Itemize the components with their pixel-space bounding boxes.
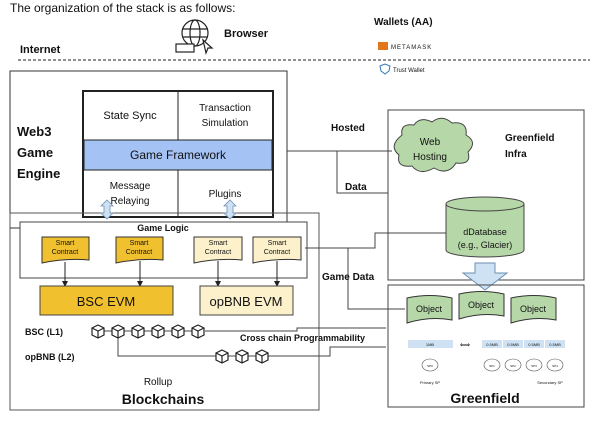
svg-text:0.5MB: 0.5MB [528, 342, 540, 347]
trust-wallet-shield-icon [379, 63, 391, 75]
browser-label[interactable]: Browser [224, 28, 269, 40]
internet-label: Internet [20, 44, 61, 56]
svg-text:Object: Object [520, 304, 547, 314]
bsc-evm-label: BSC EVM [77, 294, 136, 309]
svg-text:Contract: Contract [205, 249, 232, 256]
svg-text:Contract: Contract [126, 249, 153, 256]
svg-text:1MB: 1MB [426, 342, 435, 347]
engine-title: Web3 Game Engine [17, 124, 60, 181]
game-framework-bar [83, 139, 273, 171]
svg-text:Smart: Smart [209, 240, 228, 247]
svg-text:SP1: SP1 [489, 364, 495, 368]
wallets-title: Wallets (AA) [374, 17, 433, 28]
svg-text:0.5MB: 0.5MB [486, 342, 498, 347]
svg-text:Contract: Contract [52, 249, 79, 256]
svg-text:Object: Object [468, 300, 495, 310]
trust-wallet-label[interactable]: Trust Wallet [393, 68, 425, 74]
opbnb-chain-blocks-icon [215, 349, 269, 364]
game-framework-label: Game Framework [130, 148, 227, 162]
svg-text:Object: Object [416, 304, 443, 314]
object-3: Object [510, 295, 557, 324]
engine-chain-arrow-right [223, 199, 237, 220]
storage-providers: 1MB ⟺ 0.5MB 0.5MB 0.5MB 0.5MB SP0 SP1 SP… [408, 340, 565, 385]
opbnb-evm-label: opBNB EVM [210, 294, 283, 309]
game-data-label: Game Data [322, 272, 375, 283]
svg-text:SP0: SP0 [427, 364, 433, 368]
svg-text:⟺: ⟺ [460, 342, 470, 349]
engine-chain-arrow-left [100, 199, 114, 220]
svg-text:Smart: Smart [130, 240, 149, 247]
cross-chain-label: Cross chain Programmability [240, 333, 365, 343]
svg-text:Smart: Smart [56, 240, 75, 247]
svg-text:Smart: Smart [268, 240, 287, 247]
plugins: Plugins [209, 189, 242, 200]
bsc-evm [39, 285, 174, 316]
rollup-label: Rollup [144, 377, 173, 388]
svg-text:dDatabase: dDatabase [463, 227, 507, 237]
bsc-l1-label: BSC (L1) [25, 327, 63, 337]
blockchains-box [9, 212, 320, 411]
svg-text:SP4: SP4 [552, 364, 558, 368]
intro-text: The organization of the stack is as foll… [10, 1, 235, 15]
opbnb-evm [199, 285, 294, 316]
svg-text:Contract: Contract [264, 249, 291, 256]
svg-text:0.5MB: 0.5MB [507, 342, 519, 347]
state-sync: State Sync [103, 110, 157, 122]
svg-text:0.5MB: 0.5MB [549, 342, 561, 347]
object-1: Object [406, 295, 453, 324]
svg-text:SP2: SP2 [510, 364, 516, 368]
game-logic-title: Game Logic [137, 223, 189, 233]
bsc-chain-blocks-icon [91, 324, 205, 339]
globe-www-icon [175, 19, 214, 56]
svg-text:SP3: SP3 [531, 364, 537, 368]
web-hosting-cloud-icon [393, 117, 473, 172]
svg-text:Secondary SP: Secondary SP [537, 380, 563, 385]
opbnb-l2-label: opBNB (L2) [25, 352, 75, 362]
metamask-label[interactable]: METAMASK [391, 45, 432, 51]
hosted-label: Hosted [331, 123, 365, 134]
svg-text:(e.g., Glacier): (e.g., Glacier) [458, 240, 513, 250]
data-label: Data [345, 182, 367, 193]
svg-text:Primary SP: Primary SP [420, 380, 441, 385]
down-arrow [461, 262, 509, 291]
ddatabase-cylinder: dDatabase (e.g., Glacier) [445, 196, 525, 258]
greenfield-box [387, 284, 585, 408]
blockchains-title: Blockchains [122, 391, 205, 407]
metamask-fox-icon [378, 42, 388, 50]
greenfield-title: Greenfield [450, 390, 519, 406]
object-2: Object [458, 291, 505, 320]
